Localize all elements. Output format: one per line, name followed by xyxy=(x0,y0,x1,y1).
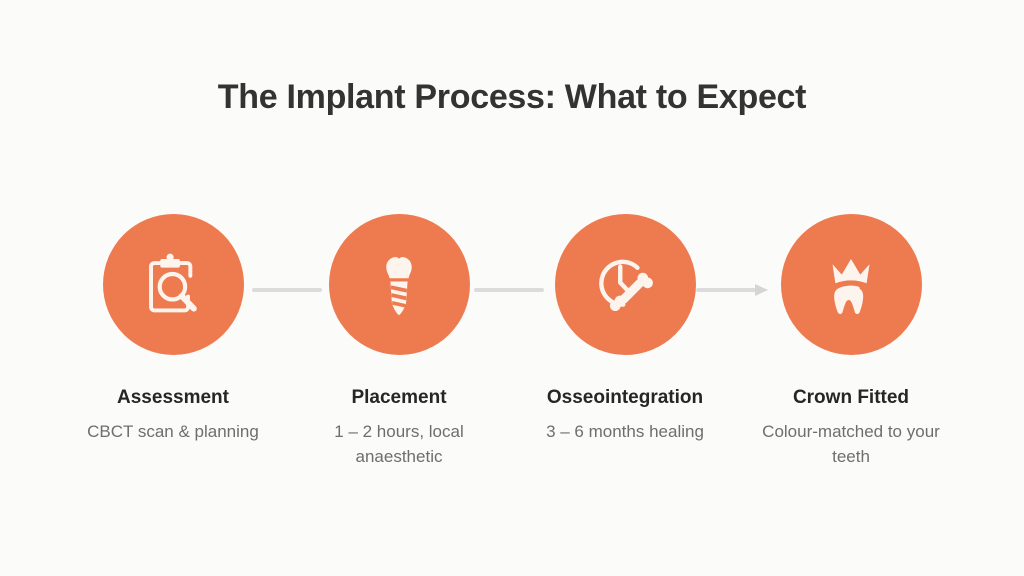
process-steps: Assessment CBCT scan & planning Placemen… xyxy=(62,214,962,469)
clipboard-magnifier-icon xyxy=(136,248,210,322)
step-name: Assessment xyxy=(117,387,229,408)
clock-bone-icon xyxy=(587,247,663,323)
step-icon-circle xyxy=(328,214,470,355)
process-step-assessment[interactable]: Assessment CBCT scan & planning xyxy=(62,214,284,445)
step-description: Colour-matched to your teeth xyxy=(762,422,940,466)
step-name: Crown Fitted xyxy=(792,387,910,408)
process-step-placement[interactable]: Placement 1 – 2 hours, local anaesthetic xyxy=(288,214,510,469)
step-icon-circle xyxy=(102,214,244,355)
step-icon-circle xyxy=(554,214,696,355)
process-step-crown-fitted[interactable]: Crown Fitted Colour-matched to your teet… xyxy=(740,214,962,469)
step-icon-circle xyxy=(780,214,922,355)
step-name: Placement xyxy=(351,387,447,408)
step-name: Osseointegration xyxy=(546,387,704,408)
dental-implant-icon xyxy=(362,248,436,322)
step-description: 3 – 6 months healing xyxy=(546,422,704,441)
crown-tooth-icon xyxy=(814,248,888,322)
step-description: 1 – 2 hours, local anaesthetic xyxy=(334,422,464,466)
step-description: CBCT scan & planning xyxy=(87,422,259,441)
page-title: The Implant Process: What to Expect xyxy=(217,78,807,116)
process-step-osseointegration[interactable]: Osseointegration 3 – 6 months healing xyxy=(514,214,736,445)
